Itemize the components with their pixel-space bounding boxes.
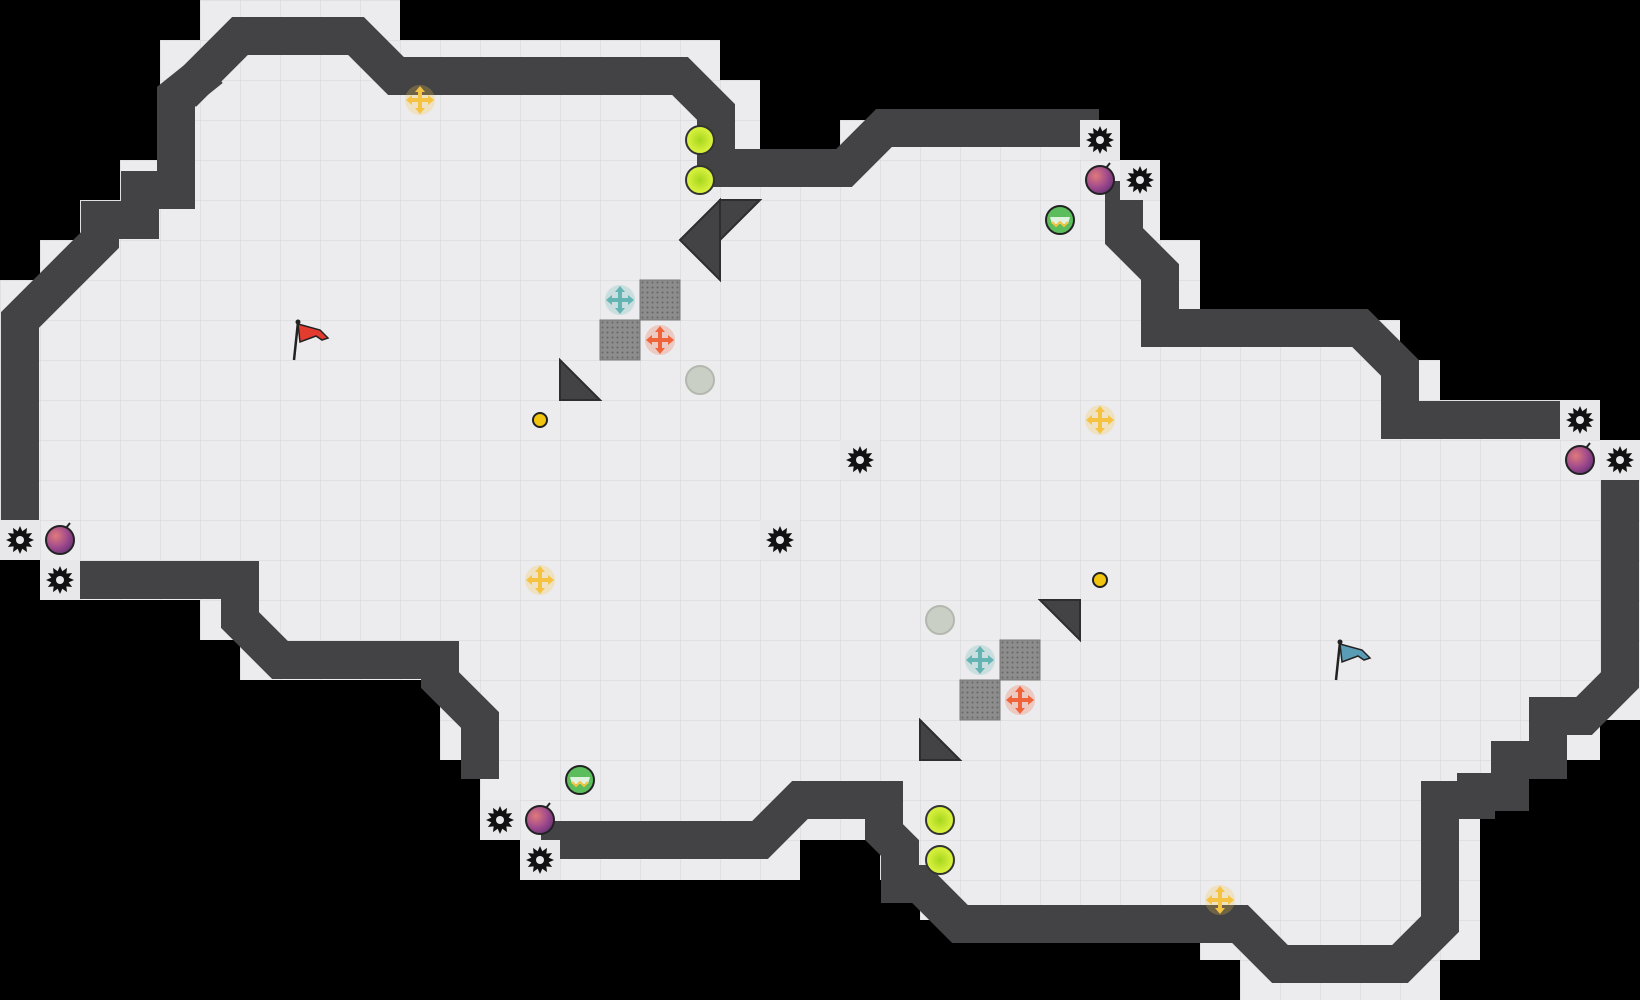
wall-layer: [1, 17, 1639, 983]
gate-tile: [599, 319, 641, 361]
bomb-icon: [525, 802, 555, 835]
powerup-icon: [1045, 205, 1075, 235]
wall-wedge: [1037, 599, 1081, 643]
spike-icon: [520, 840, 560, 880]
button-icon: [1092, 572, 1108, 588]
flag-tip: [1337, 639, 1343, 645]
wall-segment: [741, 109, 1099, 187]
boost-arrows: [526, 566, 554, 594]
spike-hub: [1576, 416, 1584, 424]
item-layer: [0, 85, 1640, 915]
powerup-band: [1050, 217, 1070, 224]
team-boost-blue-icon: [965, 645, 995, 675]
boost-arrows: [606, 286, 634, 314]
spike-hub: [496, 816, 504, 824]
spike-icon: [1120, 160, 1160, 200]
wall-segment: [61, 561, 499, 779]
spike-icon: [840, 440, 880, 480]
bomb-body: [45, 525, 75, 555]
wall-segment: [1, 53, 223, 539]
spawn-marker: [685, 365, 715, 395]
flag-cloth: [297, 322, 330, 344]
boost-icon: [405, 85, 435, 115]
flag-cloth: [1339, 642, 1372, 664]
powerup-zigzag: [1051, 220, 1069, 228]
gate-tile: [999, 639, 1041, 681]
wall-segment: [169, 17, 779, 187]
spike-hub: [1136, 176, 1144, 184]
wall-wedge: [559, 357, 603, 401]
boost-icon: [1085, 405, 1115, 435]
portal-ring: [685, 165, 715, 195]
bomb-fuse: [545, 802, 551, 809]
boost-icon: [1205, 885, 1235, 915]
flag-tip: [295, 319, 301, 325]
spike-hub: [856, 456, 864, 464]
portal-ring: [685, 125, 715, 155]
bomb-body: [1565, 445, 1595, 475]
spike-icon: [0, 520, 40, 560]
boost-arrows: [646, 326, 674, 354]
boost-arrows: [1086, 406, 1114, 434]
portal-icon: [685, 165, 715, 195]
portal-ring: [925, 805, 955, 835]
spike-hub: [1616, 456, 1624, 464]
bomb-fuse: [65, 522, 71, 529]
bomb-fuse: [1105, 162, 1111, 169]
bomb-body: [525, 805, 555, 835]
bomb-body: [1085, 165, 1115, 195]
spike-icon: [40, 560, 80, 600]
portal-icon: [925, 805, 955, 835]
portal-ring: [925, 845, 955, 875]
spike-hub: [776, 536, 784, 544]
powerup-band: [570, 777, 590, 784]
wall-segment: [1105, 181, 1579, 439]
spike-icon: [1560, 400, 1600, 440]
spike-hub: [536, 856, 544, 864]
bomb-icon: [45, 522, 75, 555]
bomb-icon: [1085, 162, 1115, 195]
team-boost-red-icon: [1005, 685, 1035, 715]
wall-segment: [541, 457, 1639, 983]
boost-icon: [525, 565, 555, 595]
boost-arrows: [1206, 886, 1234, 914]
portal-icon: [925, 845, 955, 875]
boost-arrows: [966, 646, 994, 674]
powerup-zigzag: [571, 780, 589, 788]
gate-tile: [639, 279, 681, 321]
spike-icon: [480, 800, 520, 840]
gate-tile: [959, 679, 1001, 721]
flag-pole: [1334, 641, 1342, 681]
spike-icon: [1080, 120, 1120, 160]
red-flag-icon: [292, 319, 330, 361]
boost-arrows: [406, 86, 434, 114]
spike-hub: [1096, 136, 1104, 144]
team-boost-red-icon: [645, 325, 675, 355]
button-icon: [532, 412, 548, 428]
spike-hub: [16, 536, 24, 544]
flag-pole: [292, 321, 300, 361]
team-boost-blue-icon: [605, 285, 635, 315]
spike-icon: [760, 520, 800, 560]
spawn-marker: [925, 605, 955, 635]
wall-wedge: [919, 717, 963, 761]
powerup-icon: [565, 765, 595, 795]
spike-hub: [56, 576, 64, 584]
boost-arrows: [1006, 686, 1034, 714]
spike-icon: [1600, 440, 1640, 480]
bomb-icon: [1565, 442, 1595, 475]
portal-icon: [685, 125, 715, 155]
wall-wedge: [719, 199, 763, 243]
blue-flag-icon: [1334, 639, 1372, 681]
bomb-fuse: [1585, 442, 1591, 449]
